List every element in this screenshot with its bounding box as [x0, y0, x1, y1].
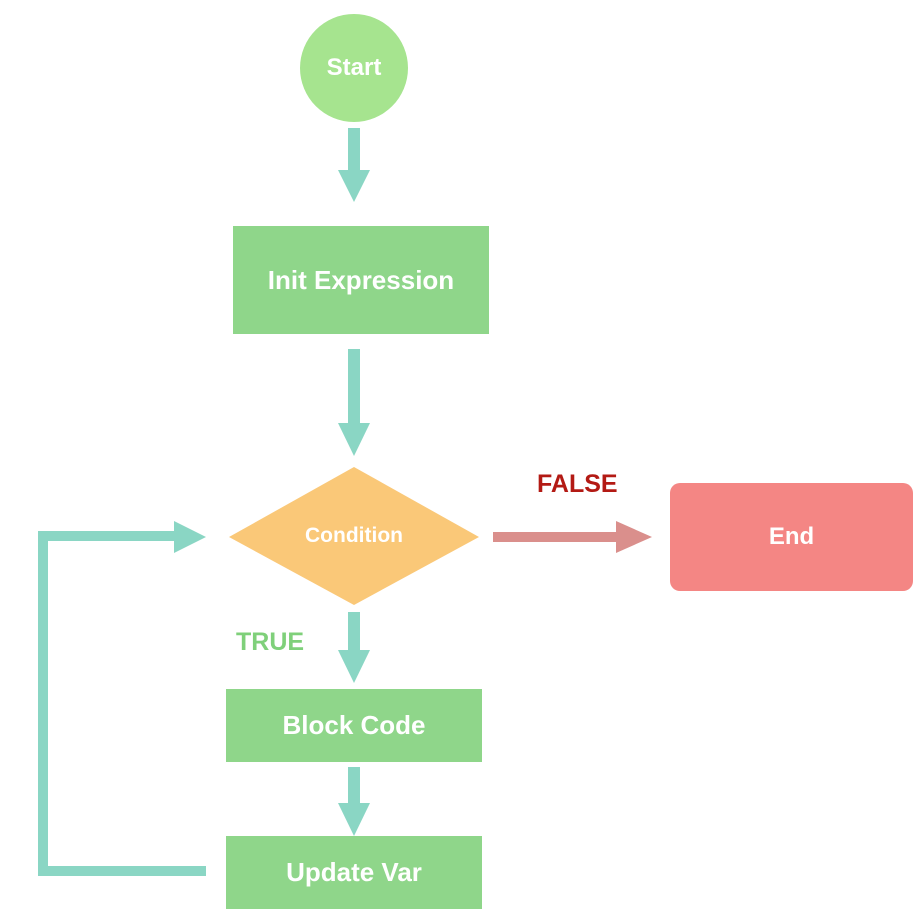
- end-node: End: [670, 483, 913, 591]
- start-node: Start: [300, 14, 408, 122]
- init-expression-node: Init Expression: [233, 226, 489, 334]
- true-edge-label: TRUE: [236, 628, 305, 656]
- condition-diamond: [229, 467, 479, 605]
- arrow-condition-to-end: [493, 521, 652, 553]
- condition-node-label: Condition: [305, 524, 403, 547]
- block-code-node: Block Code: [226, 689, 482, 762]
- arrow-init-to-condition: [338, 349, 370, 456]
- arrow-start-to-init: [338, 128, 370, 202]
- arrow-update-loop-to-condition: [38, 521, 206, 876]
- false-edge-label: FALSE: [537, 470, 618, 498]
- arrow-condition-to-block: [338, 612, 370, 683]
- update-var-node: Update Var: [226, 836, 482, 909]
- arrow-block-to-update: [338, 767, 370, 836]
